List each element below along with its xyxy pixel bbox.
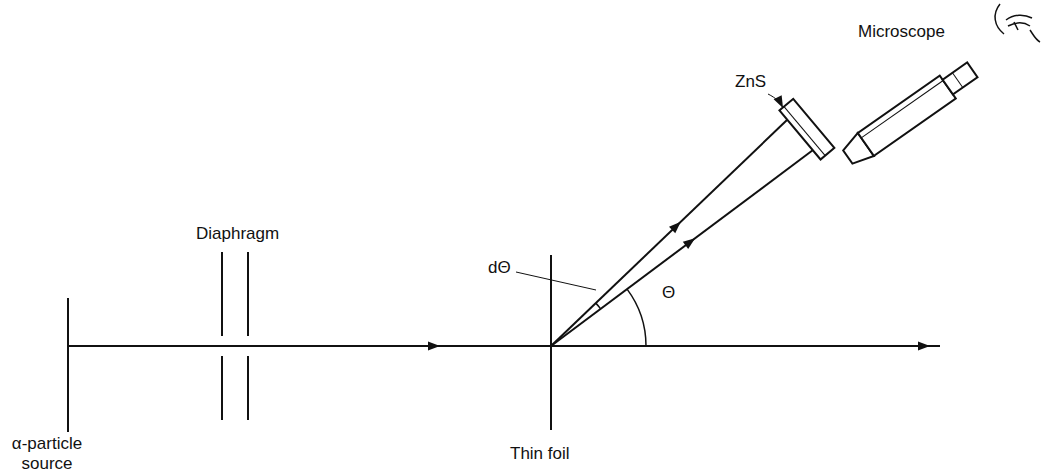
diaphragm-plate	[221, 252, 223, 336]
angle-arc	[596, 303, 601, 309]
arrowhead	[683, 238, 695, 249]
diaphragm-plate	[221, 356, 223, 420]
observer-eye	[995, 4, 1040, 42]
leader-line	[768, 94, 783, 108]
scattered-ray	[551, 120, 787, 346]
angle-arc	[627, 289, 646, 346]
scattered-ray	[551, 150, 813, 346]
part-label: ZnS	[735, 72, 766, 92]
arrowhead	[774, 95, 783, 108]
microscope	[840, 58, 981, 168]
part-label: Thin foil	[510, 444, 570, 464]
arrowhead	[918, 342, 930, 351]
diaphragm-plate	[247, 356, 249, 420]
angle-label: dΘ	[488, 258, 511, 278]
part-label: α-particle source	[4, 434, 90, 473]
thin-foil	[550, 255, 552, 430]
leader-line	[516, 272, 596, 290]
part-label: Diaphragm	[196, 224, 279, 244]
angle-label: Θ	[662, 283, 675, 303]
diaphragm-plate	[247, 252, 249, 336]
instrument-label: Microscope	[858, 22, 945, 42]
source-plate	[67, 298, 69, 432]
alpha-beam	[68, 345, 940, 347]
zns-screen	[779, 99, 834, 160]
arrowhead	[428, 342, 440, 351]
arrowhead	[669, 222, 681, 234]
